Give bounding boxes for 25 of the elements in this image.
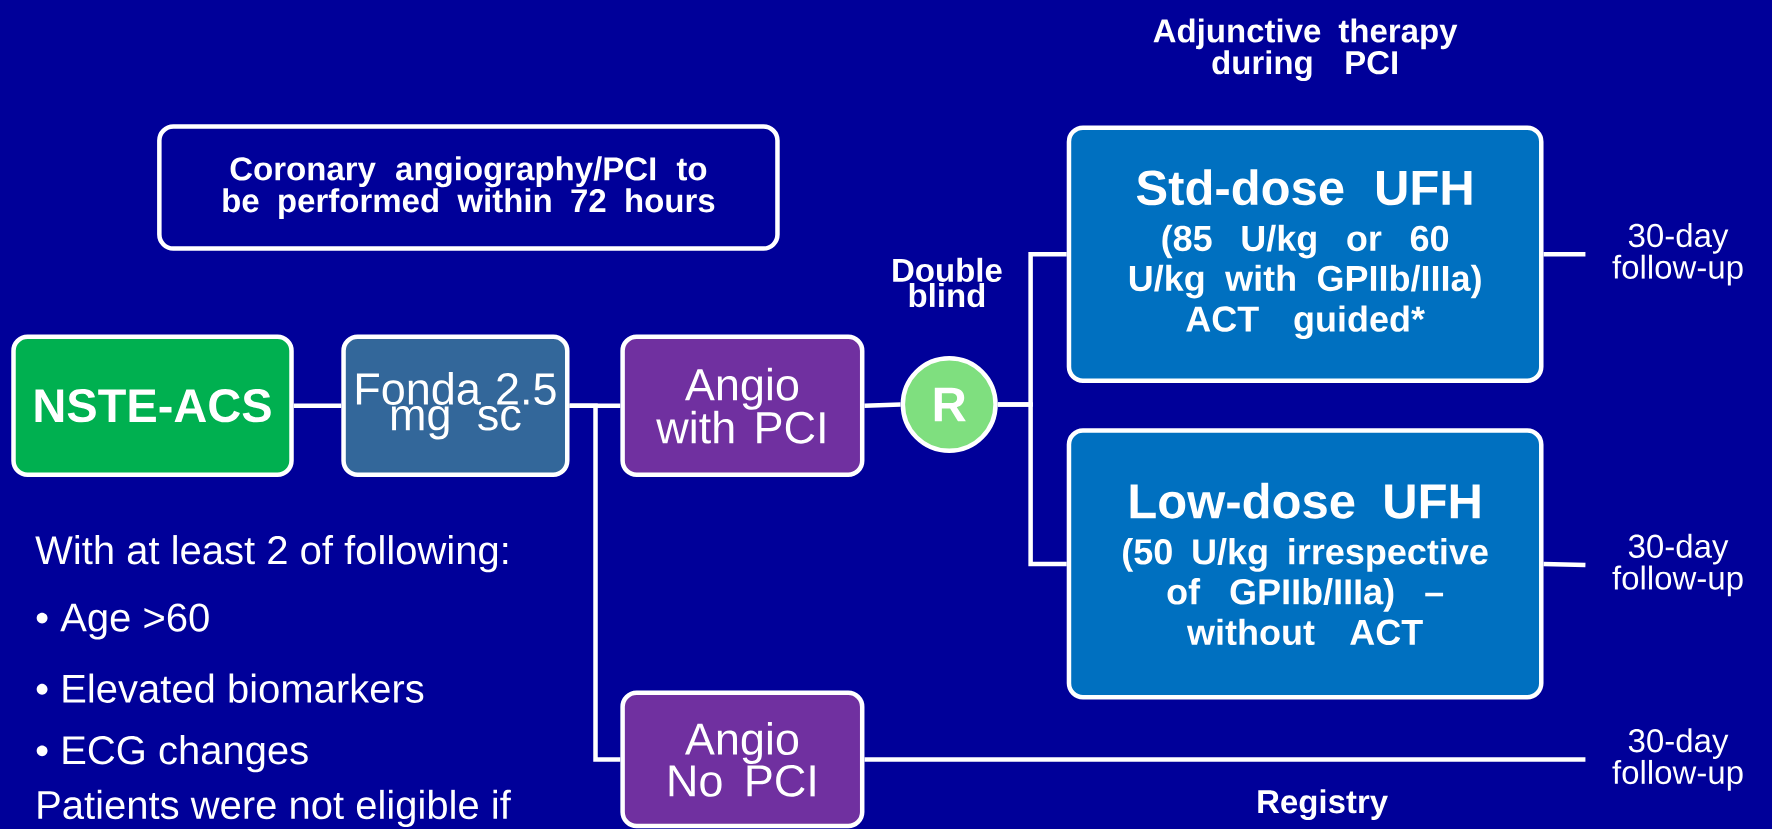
process-box: Low-dose UFH (50 U/kg irrespective of GPIIb/IIIa) – without ACT — [1066, 428, 1544, 700]
connector-line — [569, 403, 621, 762]
outcome-text: 30-day follow-up — [1612, 728, 1743, 791]
criteria-text: • Elevated biomarkers — [36, 673, 424, 703]
connector-line — [293, 403, 342, 408]
criteria-text: Patients were not eligible if — [38, 789, 511, 828]
outcome-text: 30-day follow-up — [1612, 222, 1743, 286]
process-box: Angio No PCI — [620, 690, 865, 829]
process-box: Fonda 2.5 mg sc — [341, 334, 570, 477]
process-box: Coronary angiography/PCI to be performed within 72 hours — [157, 124, 780, 251]
process-box: Std-dose UFH (85 U/kg or 60 U/kg with GPIIb/IIIa) ACT guided* — [1066, 125, 1544, 383]
criteria-text: With at least 2 of following: — [35, 535, 508, 573]
connector-line — [1543, 251, 1586, 257]
connector-line — [864, 402, 901, 408]
connector-line — [997, 402, 1067, 567]
annotation: Registry — [1258, 789, 1388, 821]
outcome-text: 30-day follow-up — [1612, 533, 1743, 597]
connector-line — [864, 757, 1586, 762]
criteria-text: • ECG changes — [36, 735, 308, 773]
process-box: Angio with PCI — [620, 334, 865, 477]
criteria-text: • Age >60 — [36, 603, 209, 640]
process-box: NSTE-ACS — [11, 334, 294, 477]
annotation: Double blind — [893, 257, 1002, 308]
heading: Adjunctive therapy during PCI — [1153, 18, 1458, 82]
connector-line — [1543, 561, 1586, 568]
